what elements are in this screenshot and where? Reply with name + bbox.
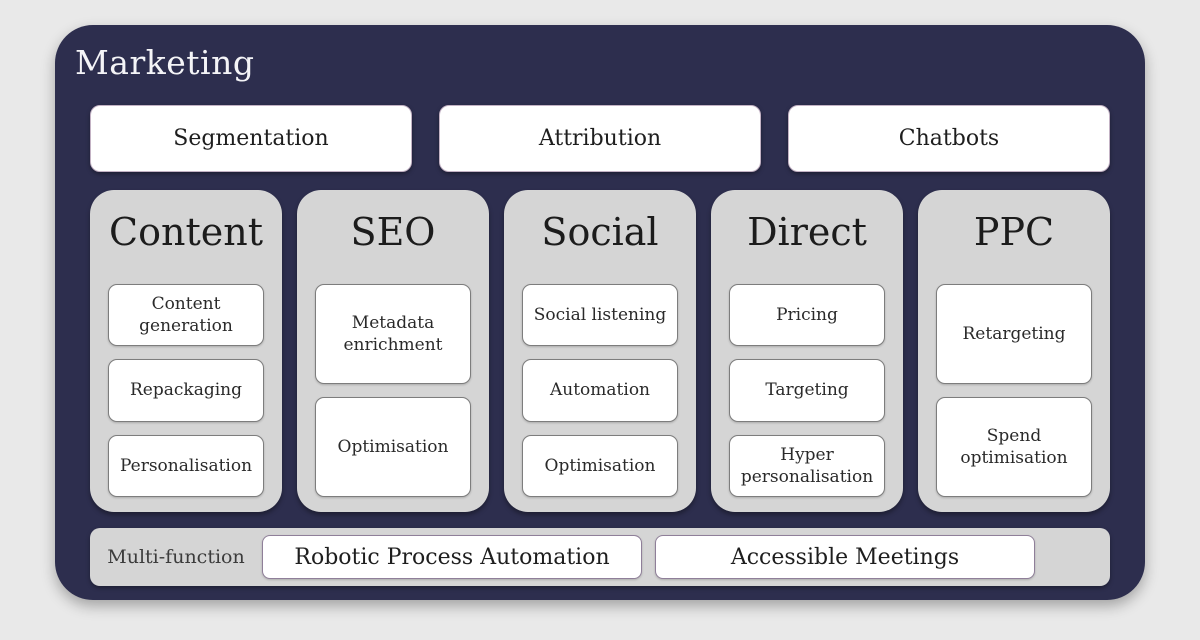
node-repackaging: Repackaging [108, 359, 264, 422]
column-ppc-items: Retargeting Spend optimisation [936, 284, 1092, 497]
node-attribution: Attribution [439, 105, 761, 172]
node-robotic-process-automation: Robotic Process Automation [262, 535, 642, 579]
column-title-direct: Direct [747, 210, 867, 254]
node-spend-optimisation: Spend optimisation [936, 397, 1092, 497]
column-direct-items: Pricing Targeting Hyper personalisation [729, 284, 885, 497]
column-social-items: Social listening Automation Optimisation [522, 284, 678, 497]
column-content: Content Content generation Repackaging P… [90, 190, 282, 512]
node-hyper-personalisation: Hyper personalisation [729, 434, 885, 497]
column-social: Social Social listening Automation Optim… [504, 190, 696, 512]
node-seo-optimisation: Optimisation [315, 397, 471, 497]
node-accessible-meetings: Accessible Meetings [655, 535, 1035, 579]
column-content-items: Content generation Repackaging Personali… [108, 284, 264, 497]
board-title: Marketing [75, 43, 255, 82]
node-automation: Automation [522, 359, 678, 422]
top-row: Segmentation Attribution Chatbots [90, 105, 1110, 172]
column-title-content: Content [109, 210, 263, 254]
node-segmentation: Segmentation [90, 105, 412, 172]
column-ppc: PPC Retargeting Spend optimisation [918, 190, 1110, 512]
node-content-generation: Content generation [108, 284, 264, 347]
column-direct: Direct Pricing Targeting Hyper personali… [711, 190, 903, 512]
node-chatbots: Chatbots [788, 105, 1110, 172]
node-social-listening: Social listening [522, 284, 678, 347]
node-pricing: Pricing [729, 284, 885, 347]
node-social-optimisation: Optimisation [522, 434, 678, 497]
column-title-social: Social [541, 210, 659, 254]
column-seo: SEO Metadata enrichment Optimisation [297, 190, 489, 512]
column-title-seo: SEO [350, 210, 436, 254]
marketing-board: Marketing Segmentation Attribution Chatb… [55, 25, 1145, 600]
column-title-ppc: PPC [973, 210, 1055, 254]
multi-function-bar: Multi-function Robotic Process Automatio… [90, 528, 1110, 586]
node-personalisation: Personalisation [108, 434, 264, 497]
node-targeting: Targeting [729, 359, 885, 422]
node-metadata-enrichment: Metadata enrichment [315, 284, 471, 384]
column-seo-items: Metadata enrichment Optimisation [315, 284, 471, 497]
columns-row: Content Content generation Repackaging P… [90, 190, 1110, 512]
node-retargeting: Retargeting [936, 284, 1092, 384]
multi-function-label: Multi-function [107, 546, 245, 568]
